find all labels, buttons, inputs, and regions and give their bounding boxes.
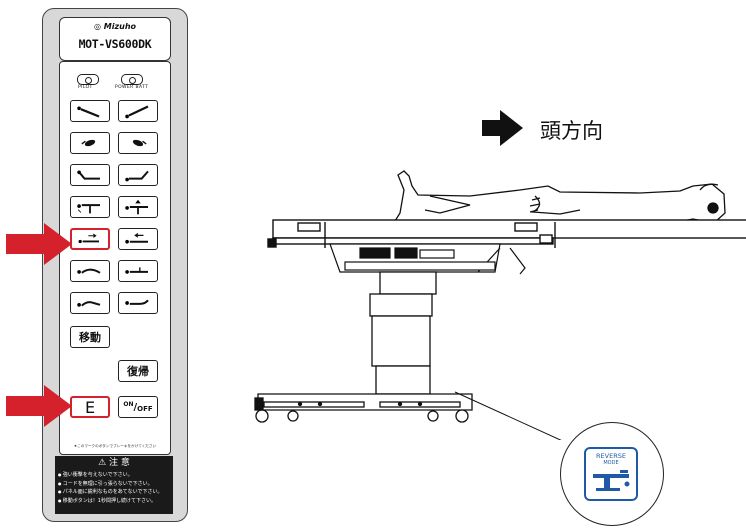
red-pointer-arrow-icon [6, 223, 72, 265]
caution-item: 強い衝撃を与えないで下さい。 [58, 471, 171, 480]
trendelenburg-head-down-button[interactable] [70, 100, 110, 122]
brand-name: Mizuho [103, 22, 137, 31]
reverse-mode-badge: REVERSE MODE [584, 447, 638, 501]
lateral-tilt-right-icon [132, 139, 147, 147]
brand-logo: ◎ Mizuho [60, 22, 170, 31]
slide-head-button[interactable] [70, 228, 110, 250]
table-tilt-head-down-icon [77, 106, 100, 118]
slide-toward-head-icon [78, 233, 99, 244]
slash-separator: / [133, 401, 138, 413]
on-label: ON [123, 400, 134, 408]
brand-swirl-icon: ◎ [93, 22, 101, 31]
reverse-table-icon [593, 470, 630, 491]
control-pendant: ◎ Mizuho MOT-VS600DK PILOT POWER BATT [42, 8, 188, 522]
back-down-button[interactable] [70, 164, 110, 186]
table-tilt-head-up-icon [125, 105, 149, 119]
caution-item: コードを無理に引っ張らないで下さい。 [58, 480, 171, 489]
callout-line [454, 391, 562, 440]
off-label: OFF [137, 405, 153, 413]
tilt-mechanism [329, 243, 526, 275]
power-batt-lamp [121, 74, 143, 85]
lateral-tilt-left-button[interactable] [70, 132, 110, 154]
pendant-header: ◎ Mizuho MOT-VS600DK [59, 17, 171, 61]
operating-table-illustration [254, 110, 746, 440]
caution-item: パネル面に鋭利なものをあてないで下さい。 [58, 488, 171, 497]
brake-note: ★このマークのボタンでブレーキをかけてください [73, 444, 157, 448]
on-off-button[interactable]: ON / OFF [118, 396, 158, 418]
leg-down-button[interactable] [118, 292, 158, 314]
slide-foot-button[interactable] [118, 228, 158, 250]
caution-title: ⚠ 注 意 [55, 458, 173, 468]
telescopic-column [369, 271, 437, 395]
table-height-down-icon [77, 204, 100, 214]
caution-label: ⚠ 注 意 強い衝撃を与えないで下さい。 コードを無理に引っ張らないで下さい。 … [55, 456, 173, 514]
reflex-icon [125, 267, 148, 274]
leg-section-down-icon [125, 299, 149, 305]
restore-button[interactable]: 復帰 [118, 360, 158, 382]
caution-item: 移動ボタンは！1秒間押し続けて下さい。 [58, 497, 171, 506]
lateral-tilt-right-button[interactable] [118, 132, 158, 154]
head-direction-arrow-icon [482, 110, 523, 146]
move-button[interactable]: 移動 [70, 326, 110, 348]
leg-up-button[interactable] [70, 292, 110, 314]
slide-toward-foot-icon [125, 233, 148, 244]
e-button[interactable]: E [70, 396, 110, 418]
power-batt-lamp-label: POWER BATT [115, 85, 149, 90]
leg-section-up-icon [77, 301, 101, 307]
reflex-button[interactable] [118, 260, 158, 282]
trendelenburg-head-up-button[interactable] [118, 100, 158, 122]
table-lower-button[interactable] [70, 196, 110, 218]
back-up-button[interactable] [118, 164, 158, 186]
table-raise-button[interactable] [118, 196, 158, 218]
table-height-up-icon [125, 199, 148, 215]
back-section-up-icon [125, 170, 149, 182]
model-number: MOT-VS600DK [78, 37, 152, 51]
table-base [254, 393, 473, 423]
back-section-down-icon [77, 170, 100, 180]
pilot-lamp-label: PILOT [78, 85, 93, 90]
caution-list: 強い衝撃を与えないで下さい。 コードを無理に引っ張らないで下さい。 パネル面に鋭… [58, 471, 171, 505]
flex-icon [77, 268, 101, 274]
button-panel: PILOT POWER BATT [59, 61, 171, 455]
red-pointer-arrow-icon [6, 385, 72, 427]
flex-button[interactable] [70, 260, 110, 282]
pilot-lamp [77, 74, 99, 85]
warning-triangle-icon: ⚠ [98, 458, 107, 468]
reverse-mode-line1: REVERSE [596, 452, 626, 460]
head-direction-label: 頭方向 [540, 119, 603, 143]
caution-title-text: 注 意 [109, 458, 130, 468]
reverse-mode-line2: MODE [603, 460, 619, 466]
lateral-tilt-left-icon [81, 139, 96, 147]
table-top [267, 219, 746, 248]
